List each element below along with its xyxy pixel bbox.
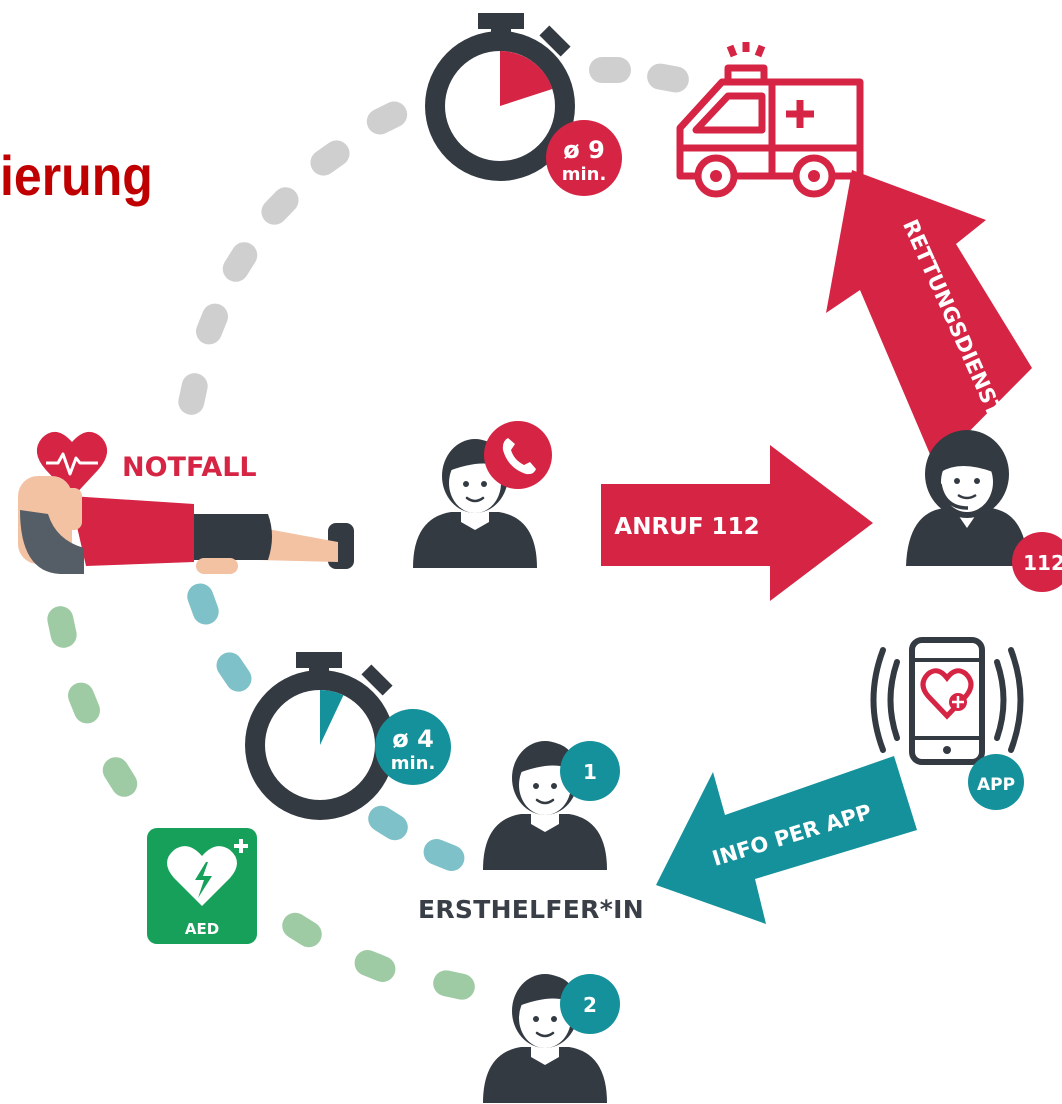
aed-label: AED <box>185 920 219 938</box>
first-responder-route-dots <box>187 583 465 871</box>
stopwatch-icon <box>425 13 575 181</box>
rettungsdienst-arrow <box>826 170 1032 466</box>
aed-route-dots <box>47 606 475 1000</box>
ambulance-route-dots <box>178 57 689 415</box>
timer-progress-wedge <box>500 51 553 106</box>
responder-time-unit: min. <box>391 753 436 774</box>
app-label: APP <box>977 775 1015 795</box>
anruf-label: ANRUF 112 <box>614 514 759 540</box>
ambulance-time-value: ø 9 <box>563 136 605 164</box>
heart-pulse-icon <box>36 431 108 498</box>
dispatcher-112-badge <box>1012 532 1062 592</box>
responder-time-value: ø 4 <box>392 725 434 753</box>
timer-badge <box>375 709 451 785</box>
page-title: ierung <box>0 144 153 208</box>
patient-figure <box>18 476 354 574</box>
phone-icon <box>484 421 552 489</box>
helper-1-number: 1 <box>583 760 597 784</box>
headset-icon <box>906 430 1028 566</box>
timer-badge <box>546 120 622 196</box>
helper-2-badge <box>560 974 620 1034</box>
dispatcher-badge-label: 112 <box>1023 551 1062 575</box>
ambulance-time-unit: min. <box>562 164 607 185</box>
anruf-arrow <box>601 445 873 601</box>
ersthelfer-label: ERSTHELFER*IN <box>418 895 644 924</box>
notfall-label: NOTFALL <box>122 452 257 483</box>
ambulance-icon <box>676 42 864 180</box>
timer-progress-wedge <box>320 690 344 745</box>
helper-1-badge <box>560 741 620 801</box>
aed-icon <box>147 828 257 944</box>
helper-2-number: 2 <box>583 993 597 1017</box>
app-badge <box>968 754 1024 810</box>
smartphone-icon <box>870 637 1024 765</box>
info-per-app-arrow <box>656 756 917 924</box>
stopwatch-icon <box>245 652 395 820</box>
